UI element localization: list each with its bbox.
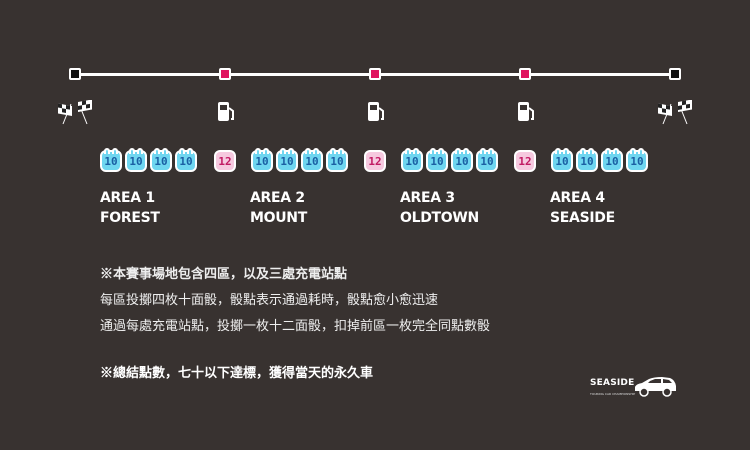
area-name: OLDTOWN xyxy=(400,210,479,226)
fuel-pump-icon xyxy=(218,102,234,121)
d10-die: 10 xyxy=(100,148,122,172)
d10-die: 10 xyxy=(451,148,473,172)
d10-die: 10 xyxy=(601,148,623,172)
d10-die: 10 xyxy=(276,148,298,172)
area-3-dice: 10 10 10 10 xyxy=(401,148,498,172)
d10-die: 10 xyxy=(251,148,273,172)
d12-die: 12 xyxy=(214,150,236,172)
charge-station-node-1 xyxy=(219,68,231,80)
d10-die: 10 xyxy=(125,148,147,172)
area-number: AREA 3 xyxy=(400,190,455,206)
area-3-label: AREA 3 OLDTOWN xyxy=(400,188,479,228)
rule-line-1: ※本賽事場地包含四區，以及三處充電站點 xyxy=(100,267,348,282)
start-node xyxy=(69,68,81,80)
seaside-logo: SEASIDE TOURING CAR CHAMPIONSHIP xyxy=(588,372,680,402)
checkered-flag-icon xyxy=(58,100,92,125)
d10-die: 10 xyxy=(401,148,423,172)
fuel-pump-icon xyxy=(518,102,534,121)
logo-wordmark: SEASIDE xyxy=(590,378,635,388)
d12-die: 12 xyxy=(364,150,386,172)
area-4-dice: 10 10 10 10 xyxy=(551,148,648,172)
goal-note: ※總結點數，七十以下達標，獲得當天的永久車 xyxy=(100,366,374,381)
finish-node xyxy=(669,68,681,80)
charge-station-node-3 xyxy=(519,68,531,80)
d10-die: 10 xyxy=(175,148,197,172)
area-name: MOUNT xyxy=(250,210,307,226)
area-number: AREA 1 xyxy=(100,190,155,206)
d10-die: 10 xyxy=(150,148,172,172)
rule-line-2: 每區投擲四枚十面骰，骰點表示通過耗時，骰點愈小愈迅速 xyxy=(100,293,439,308)
rules-text: ※本賽事場地包含四區，以及三處充電站點 每區投擲四枚十面骰，骰點表示通過耗時，骰… xyxy=(100,262,490,340)
logo-subtitle: TOURING CAR CHAMPIONSHIP xyxy=(590,392,636,396)
area-1-dice: 10 10 10 10 xyxy=(100,148,197,172)
area-2-dice: 10 10 10 10 xyxy=(251,148,348,172)
area-number: AREA 4 xyxy=(550,190,605,206)
area-number: AREA 2 xyxy=(250,190,305,206)
area-2-label: AREA 2 MOUNT xyxy=(250,188,307,228)
d10-die: 10 xyxy=(551,148,573,172)
checkered-flag-icon xyxy=(658,100,692,125)
d12-die: 12 xyxy=(514,150,536,172)
d10-die: 10 xyxy=(476,148,498,172)
d10-die: 10 xyxy=(576,148,598,172)
charge-station-node-2 xyxy=(369,68,381,80)
area-name: FOREST xyxy=(100,210,160,226)
car-icon xyxy=(635,377,676,397)
area-4-label: AREA 4 SEASIDE xyxy=(550,188,615,228)
area-name: SEASIDE xyxy=(550,210,615,226)
d10-die: 10 xyxy=(326,148,348,172)
fuel-pump-icon xyxy=(368,102,384,121)
area-1-label: AREA 1 FOREST xyxy=(100,188,160,228)
rule-line-3: 通過每處充電站點，投擲一枚十二面骰，扣掉前區一枚完全同點數骰 xyxy=(100,319,491,334)
d10-die: 10 xyxy=(301,148,323,172)
d10-die: 10 xyxy=(426,148,448,172)
d10-die: 10 xyxy=(626,148,648,172)
